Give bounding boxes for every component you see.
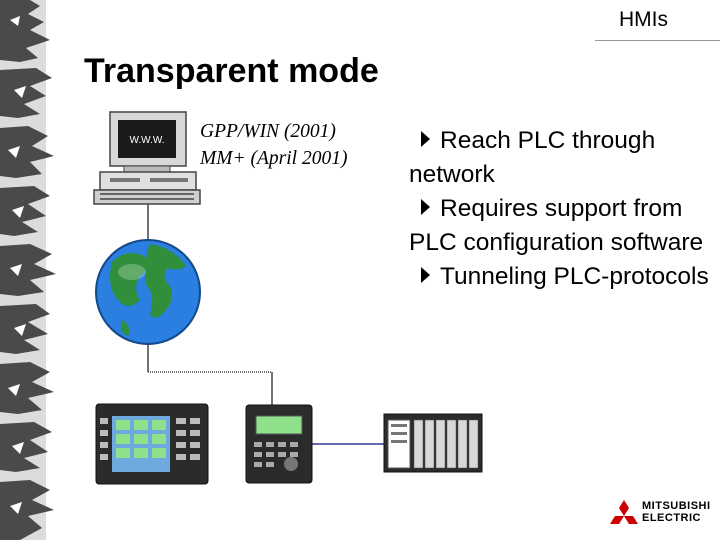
logo-wordmark: MITSUBISHI ELECTRIC (642, 500, 711, 524)
hmi-panel-icon (96, 404, 208, 484)
globe-icon (96, 240, 200, 344)
operator-terminal-icon (246, 405, 312, 483)
plc-rack-icon (384, 414, 482, 472)
screen-text: W.W.W. (130, 135, 165, 146)
logo-line1: MITSUBISHI (642, 500, 711, 512)
logo-line2: ELECTRIC (642, 512, 711, 524)
computer-icon: W.W.W. (94, 112, 200, 204)
